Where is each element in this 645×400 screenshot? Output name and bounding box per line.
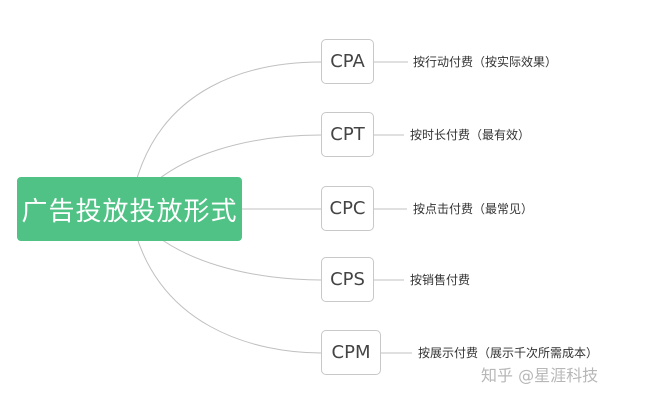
root-topic: 广告投放投放形式 (17, 177, 242, 241)
branch-node-cpc: CPC (321, 186, 374, 231)
branch-desc-cpc: 按点击付费（最常见） (413, 202, 534, 216)
branch-desc-cpa: 按行动付费（按实际效果） (413, 55, 558, 69)
connector-root-cpm (129, 208, 322, 354)
connector-root-cpa (129, 61, 322, 210)
branch-desc-cpm: 按展示付费（展示千次所需成本） (418, 346, 599, 360)
branch-node-cpt: CPT (321, 112, 374, 157)
branch-desc-cpt: 按时长付费（最有效） (410, 128, 531, 142)
watermark: 知乎 @星涯科技 (481, 366, 599, 385)
branch-desc-cps: 按销售付费 (410, 273, 471, 287)
branch-node-cpa: CPA (321, 39, 374, 84)
branch-node-cps: CPS (321, 257, 374, 302)
branch-node-cpm: CPM (321, 330, 381, 375)
